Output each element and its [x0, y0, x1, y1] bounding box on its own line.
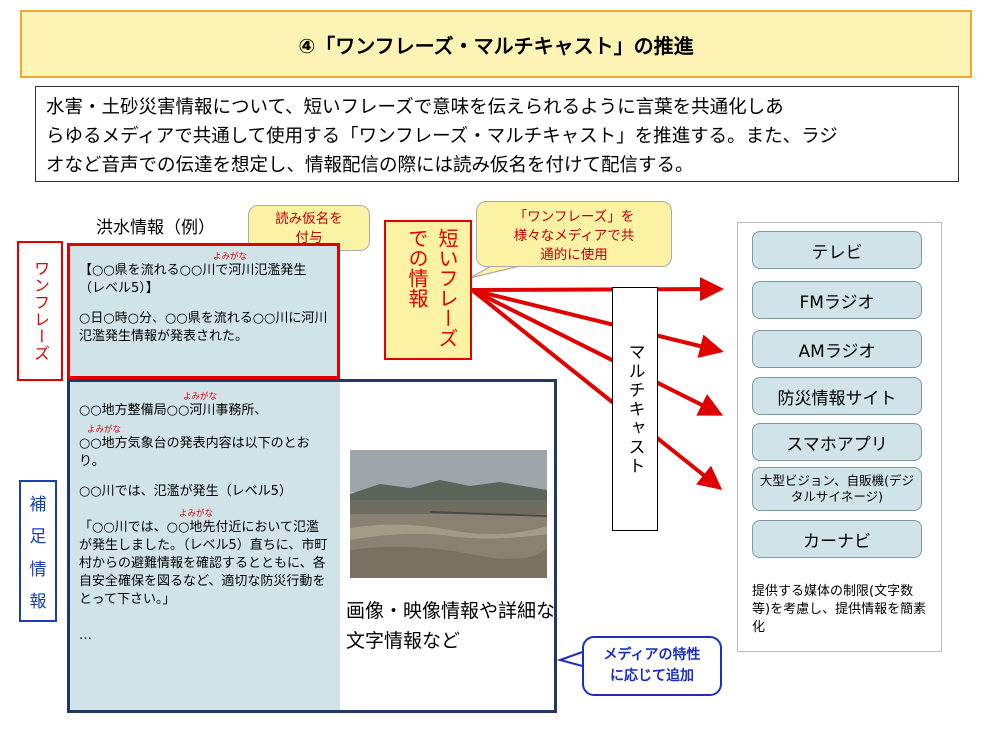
label-char: 足	[29, 527, 47, 548]
supplement-caption: 画像・映像情報や詳細な文字情報など	[346, 600, 556, 652]
callout-line: 付与	[295, 230, 323, 246]
supplement-text: よみがな ○○地方整備局○○河川事務所、 よみがな ○○地方気象台の発表内容は以…	[70, 382, 340, 710]
callout-line: 様々なメディアで共	[513, 228, 635, 244]
media-am-radio: AMラジオ	[752, 330, 922, 368]
media-fm-radio: FMラジオ	[752, 281, 922, 319]
callout-line: 「ワンフレーズ」を	[513, 209, 635, 225]
oneword-box: よみがな 【○○県を流れる○○川で河川氾濫発生（レベル5）】 ○日○時○分、○○…	[67, 243, 340, 379]
arrow-to-media	[470, 288, 723, 490]
oneword-label: ワンフレーズ	[17, 241, 63, 381]
media-smartphone-app: スマホアプリ	[752, 423, 922, 461]
arrow-to-media	[471, 288, 724, 416]
page-title: ④「ワンフレーズ・マルチキャスト」の推進	[20, 10, 972, 78]
intro-text: 水害・土砂災害情報について、短いフレーズで意味を伝えられるように言葉を共通化しあ…	[35, 86, 959, 182]
intro-line: オなど音声での伝達を想定し、情報配信の際には読み仮名を付けて配信する。	[46, 155, 694, 176]
label-char: 情	[29, 559, 47, 580]
label-char: 補	[29, 494, 47, 515]
callout-line: に応じて追加	[610, 668, 694, 684]
media-digital-signage: 大型ビジョン、自販機(デジタルサイネージ)	[752, 467, 922, 511]
oneword-body: ○日○時○分、○○県を流れる○○川に河川氾濫発生情報が発表された。	[79, 311, 328, 344]
supplement-para: ○○川では、氾濫が発生（レベル5）	[79, 484, 292, 499]
supplement-label: 補 足 情 報	[19, 480, 57, 622]
furigana: よみがな	[213, 252, 248, 262]
example-label: 洪水情報（例）	[96, 218, 215, 238]
callout-line: 通的に使用	[540, 247, 608, 263]
media-car-navi: カーナビ	[752, 520, 922, 558]
ellipsis: …	[79, 628, 92, 643]
arrow-to-media	[471, 288, 724, 358]
supplement-para: 「○○川では、○○地先付近において氾濫が発生しました。（レベル5）直ちに、市町村…	[79, 520, 328, 607]
supplement-para: ○○地方気象台の発表内容は以下のとおり。	[79, 436, 310, 469]
furigana: よみがな	[87, 425, 122, 435]
short-phrase-box: 短いフレーズでの情報	[384, 220, 472, 360]
callout-media-addition: メディアの特性 に応じて追加	[582, 636, 722, 696]
furigana: よみがな	[179, 509, 214, 519]
intro-line: らゆるメディアで共通して使用する「ワンフレーズ・マルチキャスト」を推進する。また…	[46, 126, 838, 147]
media-tv: テレビ	[752, 231, 922, 269]
supplement-para: ○○地方整備局○○河川事務所、	[79, 403, 268, 418]
furigana: よみがな	[183, 392, 218, 402]
oneword-heading: 【○○県を流れる○○川で河川氾濫発生（レベル5）】	[79, 263, 307, 296]
callout-line: 読み仮名を	[275, 211, 343, 227]
multicast-box: マルチキャスト	[612, 287, 658, 531]
arrow-to-media	[471, 277, 724, 302]
intro-line: 水害・土砂災害情報について、短いフレーズで意味を伝えられるように言葉を共通化しあ	[46, 97, 784, 118]
media-disaster-site: 防災情報サイト	[752, 377, 922, 415]
media-note: 提供する媒体の制限(文字数等)を考慮し、提供情報を簡素化	[752, 584, 927, 635]
callout-line: メディアの特性	[603, 647, 701, 663]
flood-photo	[350, 450, 547, 578]
callout-common-phrase: 「ワンフレーズ」を 様々なメディアで共 通的に使用	[476, 201, 672, 267]
label-char: 報	[29, 592, 47, 613]
